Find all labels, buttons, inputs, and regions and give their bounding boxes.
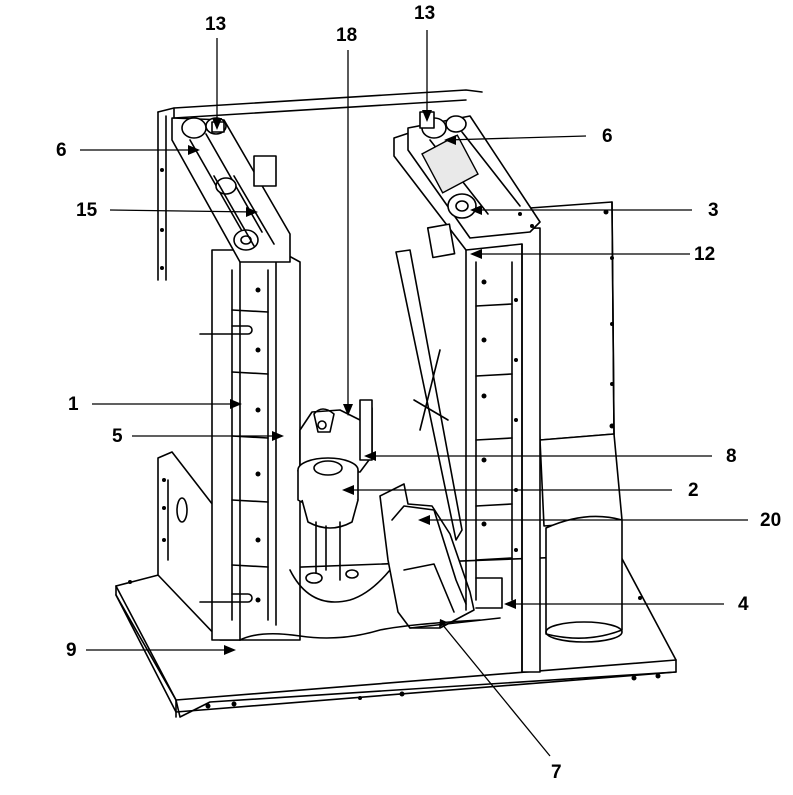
callout-13-right: 13 <box>414 3 435 24</box>
callout-7: 7 <box>551 762 562 783</box>
center-motor-assembly <box>289 399 391 603</box>
callout-6-right: 6 <box>602 126 613 147</box>
callout-9: 9 <box>66 640 77 661</box>
callout-13-left: 13 <box>205 14 226 35</box>
callout-20: 20 <box>760 510 781 531</box>
callout-1: 1 <box>68 394 79 415</box>
callout-labels: 13 13 18 6 6 15 3 12 1 5 8 2 20 4 9 7 <box>56 3 781 783</box>
callout-5: 5 <box>112 426 123 447</box>
left-roller-assembly <box>171 117 291 263</box>
callout-2: 2 <box>688 480 699 501</box>
callout-4: 4 <box>738 594 749 615</box>
right-roller-assembly <box>407 111 541 259</box>
right-fan-housing <box>529 201 623 643</box>
callout-leaders <box>80 30 748 757</box>
drip-tray <box>239 483 501 641</box>
callout-18: 18 <box>336 25 357 46</box>
left-heater-module <box>199 249 301 641</box>
callout-3: 3 <box>708 200 719 221</box>
callout-6-left: 6 <box>56 140 67 161</box>
callout-12: 12 <box>694 244 715 265</box>
callout-8: 8 <box>726 446 737 467</box>
callout-15: 15 <box>76 200 98 221</box>
